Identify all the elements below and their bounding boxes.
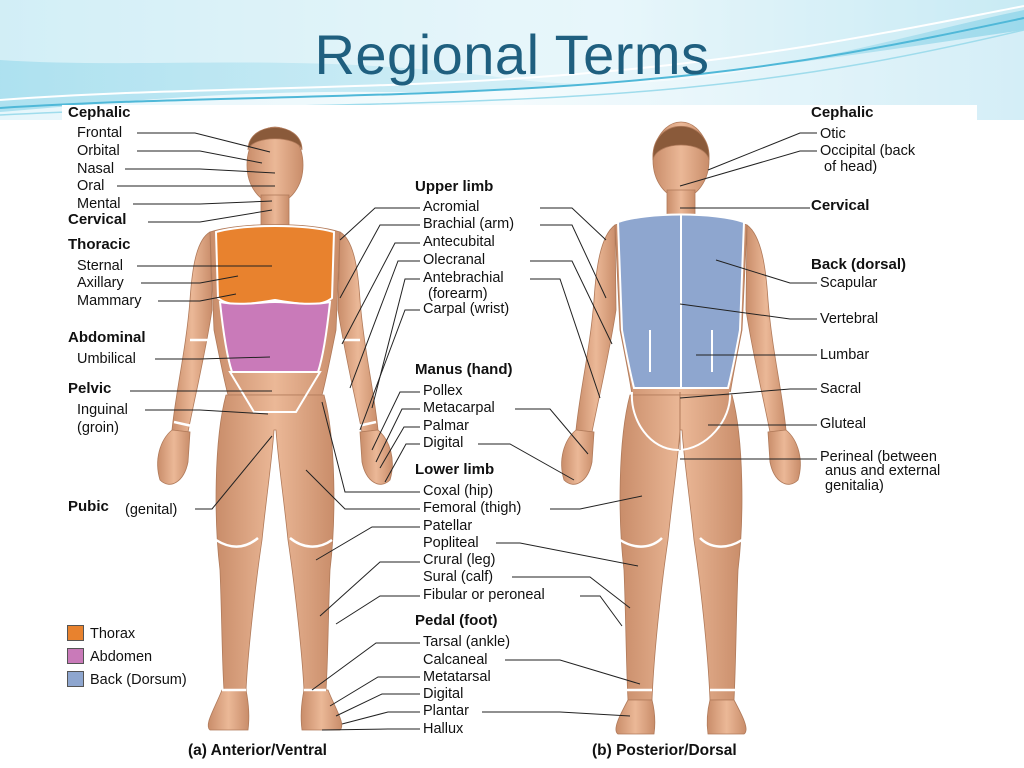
label-nasal: Nasal	[77, 161, 115, 177]
label-forearm: (forearm)	[428, 286, 488, 302]
legend-swatch-abdomen	[67, 648, 84, 664]
label-inguinal: Inguinal	[77, 402, 128, 418]
label-pelvic: Pelvic	[68, 380, 112, 397]
label-vertebral: Vertebral	[820, 311, 879, 327]
label-pubic: Pubic	[68, 498, 109, 515]
label-scapular: Scapular	[820, 275, 878, 291]
label-mental: Mental	[77, 196, 121, 212]
label-olecranal: Olecranal	[423, 252, 486, 268]
label-fibular: Fibular or peroneal	[423, 587, 545, 603]
label-manus: Manus (hand)	[415, 361, 513, 378]
label-post-cephalic: Cephalic	[811, 104, 874, 121]
page-title: Regional Terms	[314, 23, 710, 86]
label-acromial: Acromial	[423, 199, 480, 215]
label-perineal: Perineal (between	[820, 449, 937, 465]
label-digital-hand: Digital	[423, 435, 464, 451]
label-cephalic: Cephalic	[68, 104, 131, 121]
label-umbilical: Umbilical	[77, 351, 136, 367]
leader-lines	[117, 132, 817, 731]
label-perineal-2: anus and external	[825, 463, 941, 479]
legend-swatch-back	[67, 671, 84, 687]
label-carpal: Carpal (wrist)	[423, 301, 510, 317]
header-banner	[0, 0, 1024, 120]
label-calcaneal: Calcaneal	[423, 652, 488, 668]
label-groin: (groin)	[77, 420, 119, 436]
label-occipital-2: of head)	[824, 159, 878, 175]
label-metacarpal: Metacarpal	[423, 400, 495, 416]
anterior-figure	[157, 126, 393, 731]
body-illustration	[117, 121, 817, 735]
label-thoracic: Thoracic	[68, 236, 131, 253]
legend-label-back: Back (Dorsum)	[90, 672, 187, 688]
anatomy-figure: Cephalic Frontal Orbital Nasal Oral Ment…	[62, 104, 977, 765]
label-sternal: Sternal	[77, 258, 123, 274]
label-post-cervical: Cervical	[811, 197, 870, 214]
label-genital: (genital)	[125, 502, 178, 518]
abdomen-region	[218, 300, 332, 373]
thorax-region	[214, 225, 336, 306]
label-tarsal: Tarsal (ankle)	[423, 634, 511, 650]
label-pollex: Pollex	[423, 383, 463, 399]
label-palmar: Palmar	[423, 418, 469, 434]
caption-anterior: (a) Anterior/Ventral	[188, 742, 327, 759]
legend-label-abdomen: Abdomen	[90, 649, 153, 665]
label-occipital: Occipital (back	[820, 143, 916, 159]
label-pedal: Pedal (foot)	[415, 612, 498, 629]
label-cervical: Cervical	[68, 211, 127, 228]
label-brachial: Brachial (arm)	[423, 216, 515, 232]
label-sacral: Sacral	[820, 381, 862, 397]
label-orbital: Orbital	[77, 143, 120, 159]
label-back-dorsal: Back (dorsal)	[811, 256, 907, 273]
label-popliteal: Popliteal	[423, 535, 479, 551]
label-frontal: Frontal	[77, 125, 123, 141]
legend-swatch-thorax	[67, 625, 84, 641]
label-patellar: Patellar	[423, 518, 473, 534]
label-digital-foot: Digital	[423, 686, 464, 702]
label-sural: Sural (calf)	[423, 569, 494, 585]
label-gluteal: Gluteal	[820, 416, 866, 432]
label-otic: Otic	[820, 126, 846, 142]
label-lower-limb: Lower limb	[415, 461, 495, 478]
label-coxal: Coxal (hip)	[423, 483, 494, 499]
caption-posterior: (b) Posterior/Dorsal	[592, 742, 737, 759]
label-perineal-3: genitalia)	[825, 478, 884, 494]
label-abdominal: Abdominal	[68, 329, 146, 346]
label-antecubital: Antecubital	[423, 234, 495, 250]
label-plantar: Plantar	[423, 703, 469, 719]
label-antebrachial: Antebrachial	[423, 270, 504, 286]
label-crural: Crural (leg)	[423, 552, 496, 568]
label-hallux: Hallux	[423, 721, 464, 737]
label-femoral: Femoral (thigh)	[423, 500, 522, 516]
label-upper-limb: Upper limb	[415, 178, 494, 195]
label-mammary: Mammary	[77, 293, 142, 309]
legend-label-thorax: Thorax	[90, 626, 136, 642]
label-lumbar: Lumbar	[820, 347, 870, 363]
label-metatarsal: Metatarsal	[423, 669, 491, 685]
label-axillary: Axillary	[77, 275, 124, 291]
label-oral: Oral	[77, 178, 105, 194]
